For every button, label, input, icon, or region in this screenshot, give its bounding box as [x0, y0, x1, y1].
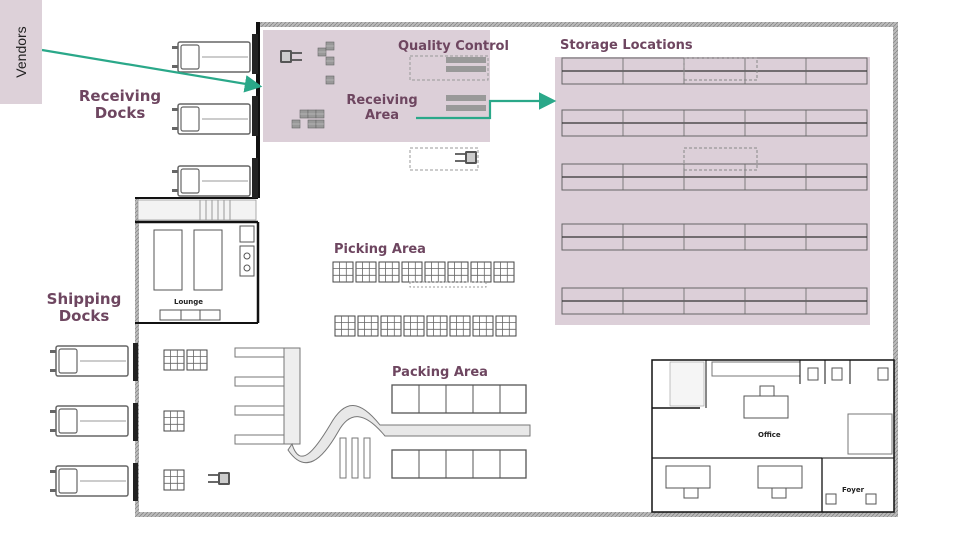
shipping-dock-doors [133, 343, 138, 501]
lounge-label: Lounge [174, 298, 203, 306]
truck-icon [171, 165, 251, 197]
receiving-docks-label-line1: Receiving [78, 87, 162, 105]
forklift-icon [207, 471, 231, 486]
receiving-to-storage-arrow [416, 92, 557, 120]
storage-racks [561, 57, 868, 315]
shipping-trucks [49, 345, 129, 497]
receiving-docks-label: Receiving Docks [72, 87, 168, 123]
shipping-docks-label-line2: Docks [58, 307, 110, 326]
picking-pallets [332, 261, 517, 337]
vendors-label: Vendors [13, 26, 29, 78]
shipping-docks-label: Shipping Docks [38, 290, 130, 326]
receiving-area-label-line1: Receiving [346, 93, 418, 108]
lounge-room [153, 225, 255, 321]
quality-control-label: Quality Control [398, 39, 509, 54]
storage-locations-label: Storage Locations [560, 38, 693, 53]
shipping-pallets [163, 349, 208, 491]
receiving-boxes [291, 41, 489, 171]
vendors-box: Vendors [0, 0, 42, 104]
truck-icon [49, 405, 129, 437]
truck-icon [171, 103, 251, 135]
truck-icon [171, 41, 251, 73]
receiving-area-label-line2: Area [364, 107, 400, 123]
shipping-docks-label-line1: Shipping [46, 290, 122, 308]
receiving-area-label: Receiving Area [342, 93, 422, 124]
vendors-to-receiving-arrow [41, 48, 263, 93]
forklift-icon [454, 150, 478, 165]
office-label: Office [758, 431, 781, 439]
conveyor-icon [234, 347, 531, 479]
receiving-docks-label-line2: Docks [94, 104, 146, 123]
receiving-dock-doors [252, 34, 258, 198]
stairs [137, 199, 257, 221]
picking-area-label: Picking Area [334, 242, 426, 257]
receiving-zone [263, 30, 490, 142]
packing-stations [391, 384, 527, 479]
truck-icon [49, 345, 129, 377]
office-block [651, 359, 895, 513]
foyer-label: Foyer [842, 486, 865, 494]
packing-area-label: Packing Area [392, 365, 488, 380]
truck-icon [49, 465, 129, 497]
receiving-trucks [171, 41, 251, 197]
storage-zone [555, 57, 870, 325]
